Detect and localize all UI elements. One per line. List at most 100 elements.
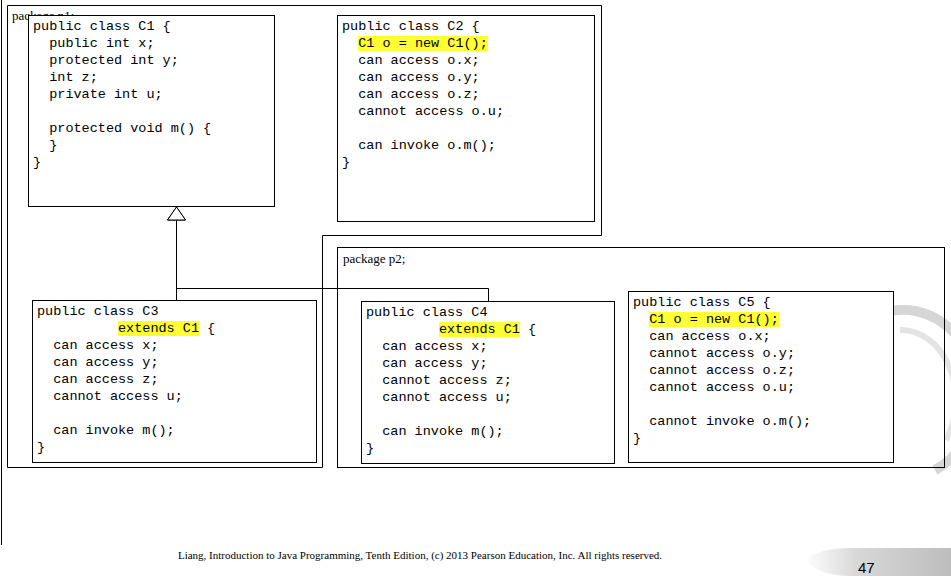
code-line: public int x; — [33, 35, 211, 52]
code-text: cannot access u; — [382, 390, 512, 405]
code-text: cannot access o.y; — [649, 346, 795, 361]
code-line: } — [33, 137, 211, 154]
code-text: can invoke o.m(); — [358, 138, 496, 153]
code-line: C1 o = new C1(); — [633, 311, 811, 328]
code-text: public class C4 — [366, 305, 488, 320]
code-line: extends C1 { — [37, 320, 215, 337]
code-text: can access o.z; — [358, 87, 480, 102]
code-line: private int u; — [33, 86, 211, 103]
code-text: public class C2 { — [342, 19, 480, 34]
code-line: cannot access u; — [366, 389, 536, 406]
code-text: can access o.x; — [649, 329, 771, 344]
class-box: public class C4 extends C1 { can access x; c… — [361, 301, 615, 464]
code-line: int z; — [33, 69, 211, 86]
code-line: public class C3 — [37, 303, 215, 320]
code-line: } — [633, 430, 811, 447]
slide-frame — [1, 0, 2, 545]
code-text: cannot access z; — [382, 373, 512, 388]
code-text: { — [207, 321, 215, 336]
code-block: public class C4 extends C1 { can access x; c… — [366, 304, 536, 457]
code-text: cannot invoke o.m(); — [649, 414, 811, 429]
code-line: } — [366, 440, 536, 457]
class-box: public class C1 { public int x; protected … — [28, 15, 275, 207]
code-line: can access y; — [366, 355, 536, 372]
code-text: public class C5 { — [633, 295, 771, 310]
code-text: public class C1 { — [33, 19, 171, 34]
code-text: can access z; — [53, 372, 158, 387]
code-line: public class C5 { — [633, 294, 811, 311]
code-text: public int x; — [49, 36, 154, 51]
code-line: cannot access o.u; — [633, 379, 811, 396]
code-text: can access o.y; — [358, 70, 480, 85]
code-line: can invoke o.m(); — [342, 137, 504, 154]
code-text: cannot access o.u; — [358, 104, 504, 119]
code-line: extends C1 { — [366, 321, 536, 338]
code-line: can access y; — [37, 354, 215, 371]
code-line: can access x; — [37, 337, 215, 354]
class-box: public class C5 { C1 o = new C1(); can acc… — [628, 291, 894, 463]
code-line: can access z; — [37, 371, 215, 388]
inheritance-arrowhead — [168, 207, 186, 220]
code-line: C1 o = new C1(); — [342, 35, 504, 52]
code-text: } — [37, 440, 45, 455]
code-text: can access x; — [53, 338, 158, 353]
code-line: protected int y; — [33, 52, 211, 69]
highlighted-code: extends C1 — [439, 322, 520, 337]
code-line: } — [33, 154, 211, 171]
code-text: cannot access o.z; — [649, 363, 795, 378]
code-text: can access o.x; — [358, 53, 480, 68]
code-text: cannot access u; — [53, 389, 183, 404]
page-number-bar — [805, 548, 951, 576]
code-line: protected void m() { — [33, 120, 211, 137]
code-line: } — [37, 439, 215, 456]
code-line: can access o.y; — [342, 69, 504, 86]
code-line: can invoke m(); — [366, 423, 536, 440]
code-text: private int u; — [49, 87, 162, 102]
code-block: public class C1 { public int x; protected … — [33, 18, 211, 171]
code-text: can access y; — [382, 356, 487, 371]
code-block: public class C3 extends C1 { can access x; c… — [37, 303, 215, 456]
code-line: public class C2 { — [342, 18, 504, 35]
highlighted-code: C1 o = new C1(); — [649, 312, 779, 327]
code-line: cannot access u; — [37, 388, 215, 405]
globe-arc — [900, 330, 951, 440]
code-line: cannot access z; — [366, 372, 536, 389]
code-block: public class C5 { C1 o = new C1(); can acc… — [633, 294, 811, 447]
page-number: 47 — [858, 559, 875, 576]
code-text: can invoke m(); — [382, 424, 504, 439]
connector-line — [177, 220, 489, 301]
code-line: can access o.z; — [342, 86, 504, 103]
code-line: can access o.x; — [342, 52, 504, 69]
class-box: public class C2 { C1 o = new C1(); can acc… — [337, 15, 595, 222]
code-text: } — [49, 138, 57, 153]
code-line: can access o.x; — [633, 328, 811, 345]
code-text: can access x; — [382, 339, 487, 354]
code-text: { — [528, 322, 536, 337]
code-text: protected int y; — [49, 53, 179, 68]
highlighted-code: C1 o = new C1(); — [358, 36, 488, 51]
copyright-footer: Liang, Introduction to Java Programming,… — [170, 549, 670, 562]
code-text: can invoke m(); — [53, 423, 175, 438]
code-text: int z; — [49, 70, 98, 85]
code-text: can access y; — [53, 355, 158, 370]
code-line: cannot access o.z; — [633, 362, 811, 379]
package-region: package p2; public class C4 extends C1 { can… — [337, 247, 945, 468]
code-line: cannot access o.u; — [342, 103, 504, 120]
code-text: } — [366, 441, 374, 456]
code-block: public class C2 { C1 o = new C1(); can acc… — [342, 18, 504, 171]
code-text: protected void m() { — [49, 121, 211, 136]
code-line: public class C4 — [366, 304, 536, 321]
code-line: can access x; — [366, 338, 536, 355]
code-line: can invoke m(); — [37, 422, 215, 439]
highlighted-code: extends C1 — [118, 321, 199, 336]
code-line: public class C1 { — [33, 18, 211, 35]
code-line: } — [342, 154, 504, 171]
code-text: } — [342, 155, 350, 170]
class-box: public class C3 extends C1 { can access x; c… — [32, 300, 317, 463]
code-text: public class C3 — [37, 304, 159, 319]
code-text: cannot access o.u; — [649, 380, 795, 395]
code-line: cannot invoke o.m(); — [633, 413, 811, 430]
package-label: package p2; — [343, 251, 405, 267]
code-text: } — [33, 155, 41, 170]
